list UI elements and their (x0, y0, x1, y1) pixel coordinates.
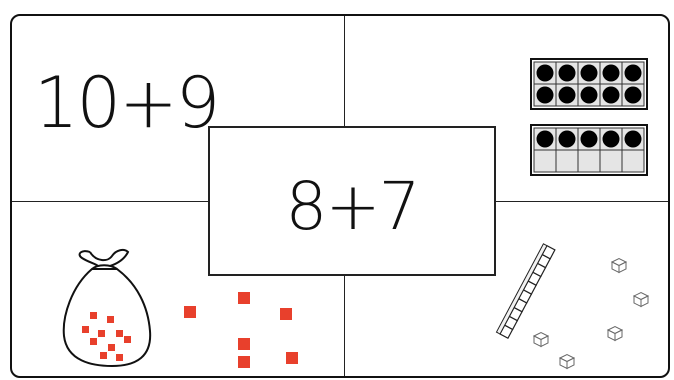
counter-dot (625, 87, 642, 104)
bag-cube (82, 326, 89, 333)
counter-dot (603, 131, 620, 148)
bag-cube (116, 330, 123, 337)
counter-dot (537, 87, 554, 104)
counter-dot (581, 87, 598, 104)
bag-cube (107, 316, 114, 323)
bag-cube (124, 336, 131, 343)
ten-frame-cell (622, 150, 644, 172)
counter-dot (603, 65, 620, 82)
ten-frame-cell (578, 150, 600, 172)
bag-cube (116, 354, 123, 361)
unit-cube-icon (560, 355, 574, 369)
loose-cube (184, 306, 196, 318)
center-card: 8+7 (208, 126, 496, 276)
ten-frame-cell (534, 150, 556, 172)
bag-cube (100, 352, 107, 359)
counter-dot (559, 87, 576, 104)
loose-cube (280, 308, 292, 320)
bag-cubes (82, 312, 131, 361)
ten-frame-full (531, 59, 647, 109)
bag-cube (90, 338, 97, 345)
bag-cube (90, 312, 97, 319)
loose-red-cubes (184, 292, 298, 368)
expression-8-plus-7: 8+7 (210, 174, 494, 240)
loose-cube (286, 352, 298, 364)
bag-icon (64, 250, 150, 366)
unit-cube-icon (534, 333, 548, 347)
bag-cube (108, 344, 115, 351)
unit-cube-icon (612, 259, 626, 273)
counter-dot (537, 65, 554, 82)
loose-cube (238, 338, 250, 350)
ten-frame-cell (600, 150, 622, 172)
counter-dot (603, 87, 620, 104)
counter-dot (581, 65, 598, 82)
counter-dot (559, 131, 576, 148)
counter-dot (581, 131, 598, 148)
counter-dot (559, 65, 576, 82)
unit-cubes (534, 259, 648, 369)
loose-cube (238, 356, 250, 368)
bag-cube (98, 330, 105, 337)
ten-rod-icon (496, 244, 554, 338)
loose-cube (238, 292, 250, 304)
rod-top-face (496, 244, 546, 334)
ten-frame-partial (531, 125, 647, 175)
ten-frame-cell (556, 150, 578, 172)
unit-cube-icon (634, 293, 648, 307)
counter-dot (625, 65, 642, 82)
counter-dot (537, 131, 554, 148)
unit-cube-icon (608, 327, 622, 341)
rod-group (496, 244, 554, 338)
counter-dot (625, 131, 642, 148)
math-board: 10+9 8+7 (10, 14, 670, 378)
